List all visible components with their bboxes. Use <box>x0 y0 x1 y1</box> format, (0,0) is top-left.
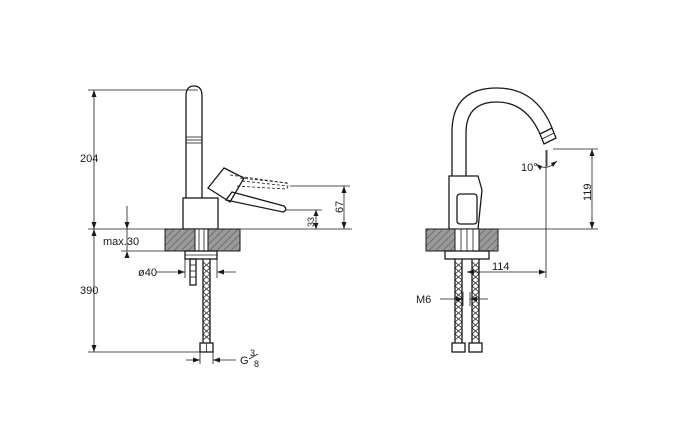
arrow-390-top <box>91 229 97 236</box>
dim-label-dia40: ø40 <box>138 267 157 279</box>
arrow-204-bottom <box>91 222 97 229</box>
dim-label-thread: G <box>240 355 249 367</box>
spout-outlet <box>539 127 557 145</box>
dim-label-m6: M6 <box>416 294 431 306</box>
dim-label-angle: 10° <box>521 162 538 174</box>
dim-label-67: 67 <box>334 201 346 213</box>
gooseneck-outer <box>451 87 553 176</box>
dim-label-119: 119 <box>582 183 594 201</box>
front-view: 10° 119 114 <box>416 87 598 353</box>
front-body <box>448 175 483 230</box>
dim-label-204: 204 <box>80 153 98 165</box>
side-view: 204 390 67 33 <box>80 85 352 369</box>
dim-label-thread-num: 3 <box>250 348 255 358</box>
arrow-204-top <box>91 90 97 97</box>
front-fixing-washer <box>444 250 490 260</box>
lever-handle <box>224 191 287 213</box>
front-hose-nut-left <box>451 342 466 353</box>
front-lever <box>456 193 478 225</box>
arrow-390-bottom <box>91 345 97 352</box>
gooseneck-inner <box>465 101 541 176</box>
dim-label-114: 114 <box>492 261 510 273</box>
mixer-body <box>182 197 219 230</box>
spout-pipe <box>185 85 203 198</box>
cartridge-housing <box>207 167 245 203</box>
dim-label-33: 33 <box>306 217 316 227</box>
dim-label-max30: max.30 <box>103 236 139 248</box>
mounting-shank <box>194 228 209 252</box>
threaded-stud <box>189 258 197 286</box>
dim-label-thread-den: 8 <box>254 359 259 369</box>
front-hose-nut-right <box>468 342 483 353</box>
dim-label-390: 390 <box>80 285 98 297</box>
